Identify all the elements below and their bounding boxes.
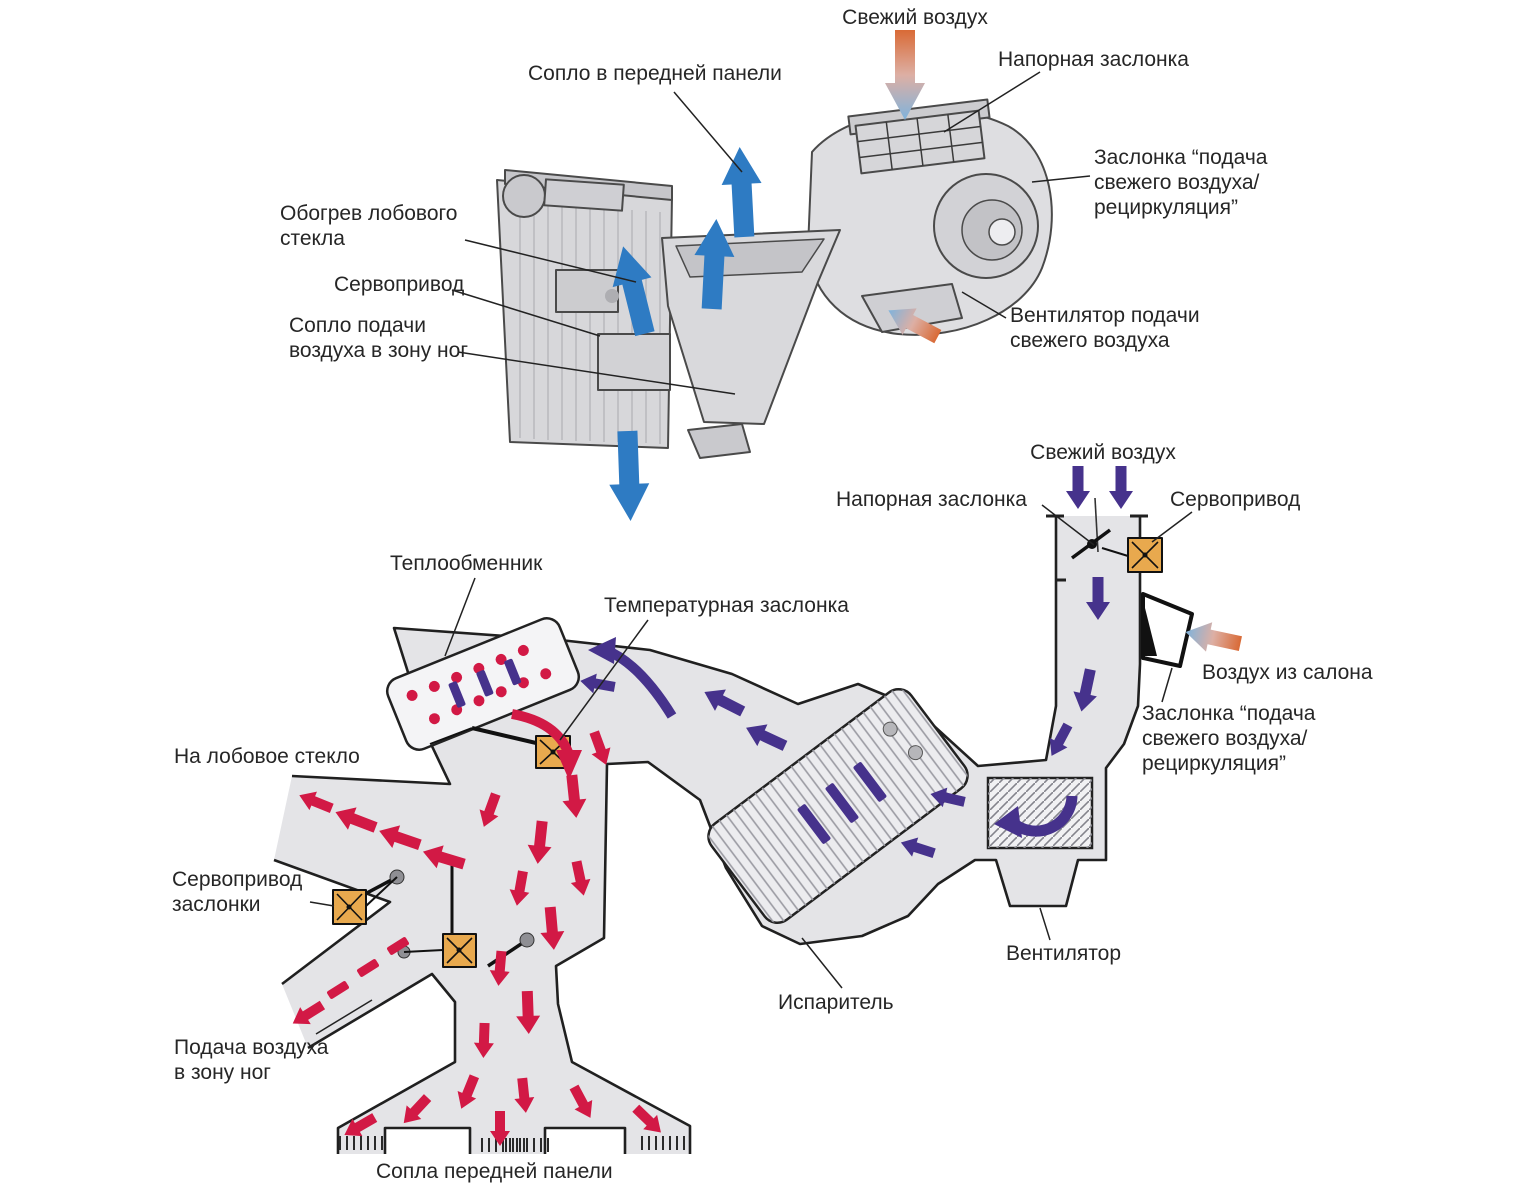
heat-exchanger [385, 617, 581, 751]
label-heat-exchanger: Теплообменник [390, 552, 543, 575]
label-evaporator: Испаритель [778, 991, 894, 1014]
label-servo-bottom: Сервопривод [1170, 488, 1301, 511]
label-cabin-air: Воздух из салона [1202, 661, 1373, 684]
servo-icon [1127, 537, 1163, 573]
servo-icon [442, 933, 477, 968]
label-temperature-damper: Температурная заслонка [604, 594, 849, 617]
label-fresh-air-fan: Вентилятор подачи свежего воздуха [1010, 304, 1200, 352]
fan [986, 776, 1094, 850]
label-front-panel-nozzle: Сопло в передней панели [528, 62, 782, 85]
label-pressure-damper-bottom: Напорная заслонка [836, 488, 1027, 511]
label-pressure-damper-top: Напорная заслонка [998, 48, 1189, 71]
label-recirc-damper-top: Заслонка “подача свежего воздуха/ рецирк… [1094, 146, 1268, 219]
label-foot-zone-supply: Подача воздуха в зону ног [174, 1036, 329, 1084]
label-fresh-air-bottom: Свежий воздух [1030, 441, 1176, 464]
recirculation-inlet [1141, 592, 1194, 668]
label-front-panel-nozzles: Сопла передней панели [376, 1160, 613, 1183]
servo-motor-3d [502, 174, 546, 218]
evaporator [707, 688, 969, 924]
leader-lines [309, 71, 1193, 1035]
label-windshield-heating: Обогрев лобового стекла [280, 202, 458, 250]
label-foot-zone-nozzle: Сопло подачи воздуха в зону ног [289, 314, 468, 362]
servo-icon [332, 889, 367, 925]
label-recirc-damper-bottom: Заслонка “подача свежего воздуха/ рецирк… [1142, 702, 1316, 775]
cold-flow-arrows [578, 466, 1133, 863]
label-fan: Вентилятор [1006, 942, 1121, 965]
label-fresh-air-top: Свежий воздух [842, 6, 988, 29]
label-damper-servo: Сервопривод заслонки [172, 868, 303, 916]
label-servo-top: Сервопривод [334, 273, 465, 296]
hvac-unit-illustration [496, 98, 1053, 459]
warm-flow-arrows [287, 709, 668, 1146]
label-to-windshield: На лобовое стекло [174, 745, 360, 768]
